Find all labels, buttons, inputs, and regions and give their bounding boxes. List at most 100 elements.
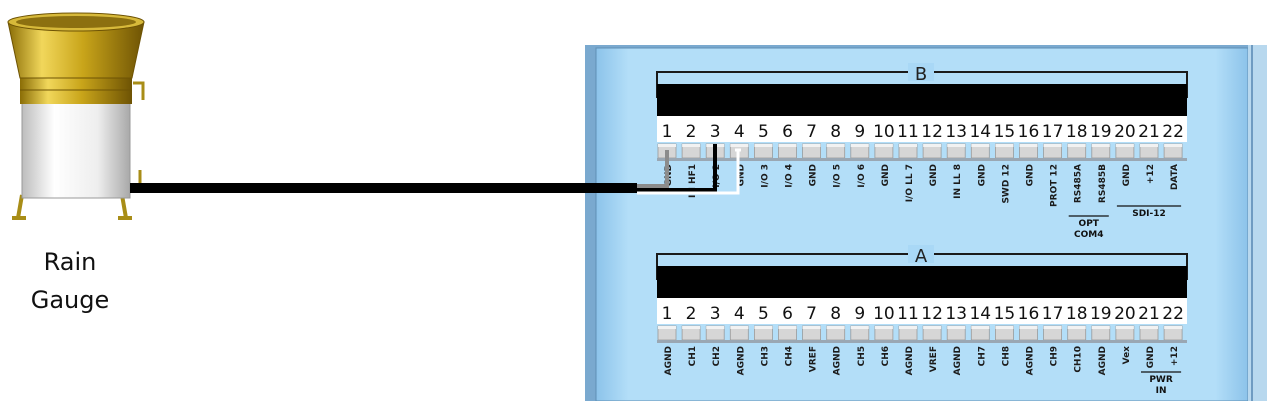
terminal-slot-highlight [658,326,676,329]
terminal-number: 9 [854,122,865,142]
terminal-number: 2 [686,122,697,142]
device-label-rain: Rain [43,248,97,276]
terminal-label: IN LL 8 [953,164,963,199]
terminal-number: 3 [710,304,721,324]
terminal-number: 15 [994,122,1016,142]
terminal-slot-highlight [778,326,797,329]
terminal-number-strip [657,116,1187,142]
terminal-slot-highlight [826,144,845,147]
terminal-slot-highlight [802,326,821,329]
terminal-label: CH10 [1074,346,1084,373]
terminal-slot-highlight [899,144,917,147]
terminal-slot-highlight [1140,326,1158,329]
terminal-label: GND [1026,164,1036,186]
block-title: B [915,64,927,85]
terminal-slot-highlight [1019,326,1038,329]
title-mask [908,245,934,263]
terminal-number: 22 [1162,304,1184,324]
terminal-label: GND [736,164,746,186]
terminal-label: GND [977,164,987,186]
terminal-number: 19 [1090,304,1112,324]
terminal-number: 17 [1042,304,1064,324]
terminal-label: AGND [905,346,915,375]
terminal-label: GND [929,164,939,186]
terminal-number: 18 [1066,122,1088,142]
terminal-slot-highlight [754,144,773,147]
terminal-number: 5 [758,122,769,142]
terminal-slot-highlight [923,144,942,147]
terminal-number-strip [657,298,1187,324]
terminal-slot-highlight [1115,326,1134,329]
terminal-label: AGND [833,346,843,375]
terminal-bottom-strip [657,158,1187,161]
terminal-number: 19 [1090,122,1112,142]
device-label-gauge: Gauge [30,286,110,314]
terminal-number: 14 [969,122,991,142]
terminal-label: DATA [1170,164,1180,190]
terminal-label: CH7 [977,346,987,366]
group-label-in: IN [1156,386,1167,396]
terminal-bottom-strip [657,340,1187,343]
terminal-number: 7 [806,122,817,142]
terminal-slot-highlight [1164,326,1183,329]
terminal-slot-highlight [1140,144,1158,147]
terminal-number: 8 [830,304,841,324]
terminal-number: 20 [1114,304,1136,324]
terminal-slot-highlight [1043,326,1062,329]
terminal-slot-highlight [1091,326,1110,329]
terminal-number: 10 [873,122,895,142]
terminal-slot-highlight [923,326,942,329]
terminal-slot-highlight [802,144,821,147]
terminal-slot-highlight [682,326,701,329]
terminal-number: 1 [662,122,673,142]
terminal-number: 12 [921,304,943,324]
terminal-label: CH8 [1001,346,1011,366]
terminal-label: CH2 [712,346,722,366]
terminal-number: 7 [806,304,817,324]
terminal-label: I/O 6 [857,164,867,188]
terminal-number: 22 [1162,122,1184,142]
terminal-label: GND [1122,164,1132,186]
terminal-label: GND [1146,346,1156,368]
terminal-number: 21 [1138,122,1160,142]
terminal-slot-highlight [947,144,966,147]
terminal-number: 5 [758,304,769,324]
terminal-number: 12 [921,122,943,142]
terminal-label: SWD 12 [1001,164,1011,204]
terminal-slot-highlight [850,144,869,147]
group-label-pwr: PWR [1149,375,1173,385]
terminal-number: 9 [854,304,865,324]
terminal-label: GND [881,164,891,186]
terminal-number: 17 [1042,122,1064,142]
terminal-label: AGND [1026,346,1036,375]
group-label-sdi: SDI-12 [1132,209,1166,219]
terminal-slot-highlight [874,326,893,329]
terminal-slot-highlight [899,326,917,329]
group-label-opt: OPT [1079,219,1100,229]
terminal-slot-highlight [1115,144,1134,147]
terminal-label: CH1 [688,346,698,366]
terminal-number: 18 [1066,304,1088,324]
terminal-slot-highlight [1019,144,1038,147]
terminal-slot-highlight [706,326,725,329]
terminal-number: 2 [686,304,697,324]
terminal-label: I/O 2 [712,164,722,188]
terminal-slot-highlight [1091,144,1110,147]
terminal-slot-highlight [826,326,845,329]
terminal-label: RS485A [1074,164,1084,203]
terminal-number: 14 [969,304,991,324]
terminal-label: CH9 [1050,346,1060,366]
terminal-number: 20 [1114,122,1136,142]
terminal-label: AGND [1098,346,1108,375]
terminal-label: VREF [929,346,939,372]
terminal-number: 11 [897,304,919,324]
terminal-slot-highlight [1067,144,1086,147]
terminal-label: CH4 [785,346,795,366]
terminal-label: Vex [1122,346,1132,365]
terminal-number: 3 [710,122,721,142]
title-mask [908,63,934,81]
terminal-number: 1 [662,304,673,324]
terminal-slot-highlight [1164,144,1183,147]
